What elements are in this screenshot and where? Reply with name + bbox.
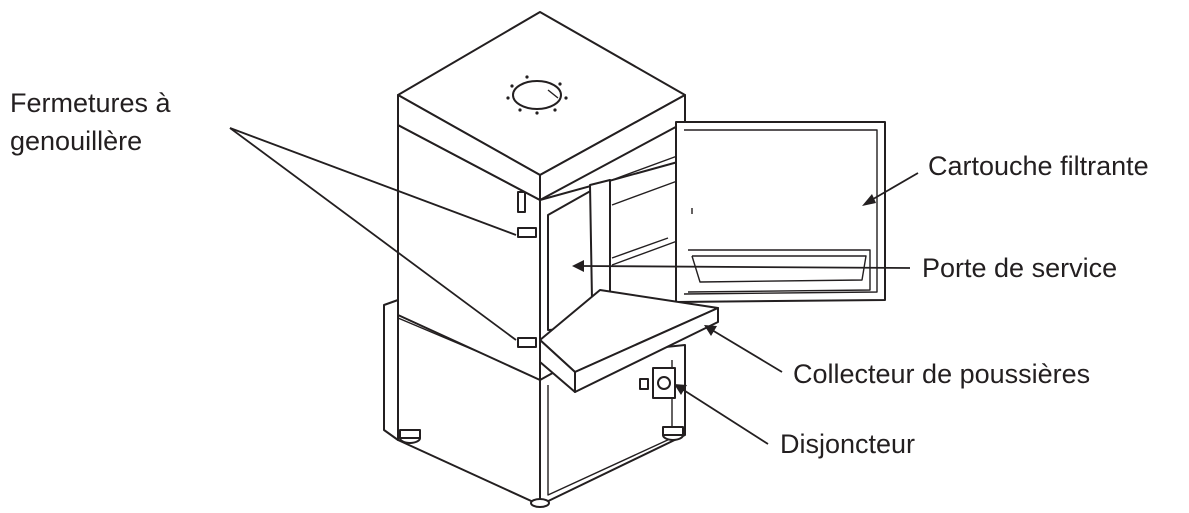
breaker-knob	[657, 376, 671, 390]
door-tray-inner	[691, 255, 867, 283]
label-toggle-latches-line2: genouillère	[10, 126, 143, 156]
foot-front	[530, 498, 550, 508]
dial-pointer	[547, 89, 559, 99]
foot-right-body	[662, 426, 684, 436]
top-dial	[512, 80, 562, 110]
door-inner-frame	[683, 129, 878, 295]
shelf-1	[611, 154, 681, 181]
door-panel	[675, 121, 886, 303]
leader-latch-upper	[229, 127, 517, 236]
arrow-drawer	[704, 325, 717, 336]
shelf-3	[611, 237, 669, 259]
label-filter-cartridge: Cartouche filtrante	[928, 151, 1149, 181]
leader-cartridge	[867, 172, 919, 203]
shelf-2	[611, 179, 681, 206]
dust-drawer	[539, 289, 719, 393]
latch-upper	[517, 191, 526, 213]
shelf-4	[611, 239, 681, 266]
label-circuit-breaker: Disjoncteur	[780, 429, 916, 459]
top-cover	[397, 11, 686, 201]
leader-door	[581, 265, 911, 269]
leader-breaker	[681, 388, 769, 445]
base-side-bracket	[383, 299, 399, 441]
leader-drawer	[711, 329, 783, 373]
leader-latch-lower	[229, 127, 517, 341]
drawer-front	[574, 307, 719, 393]
label-dust-collector: Collecteur de poussières	[793, 359, 1091, 389]
cylinder-seam	[589, 179, 611, 306]
service-door	[675, 121, 886, 303]
foot-left-body	[399, 429, 421, 439]
breaker-indicator	[639, 378, 649, 390]
latch-middle	[517, 227, 537, 238]
arrow-breaker	[674, 384, 687, 395]
leader-lines	[229, 127, 919, 445]
label-service-door: Porte de service	[922, 253, 1118, 283]
latch-lower	[517, 337, 537, 348]
arrow-cartridge	[862, 194, 876, 206]
arrow-door	[572, 260, 584, 272]
label-toggle-latches-line1: Fermetures à	[10, 88, 171, 118]
dial-marks	[506, 75, 568, 115]
door-tray	[687, 249, 871, 293]
